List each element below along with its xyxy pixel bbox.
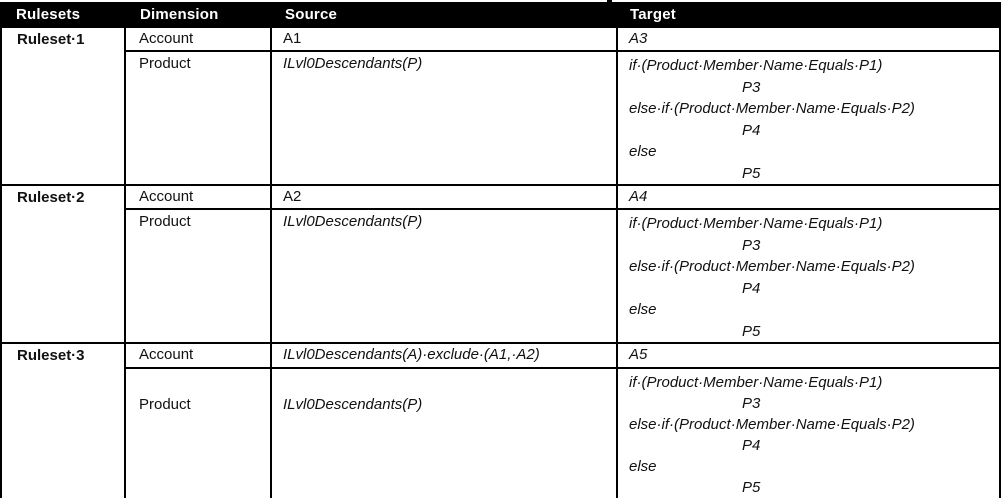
target-line: P3 [742,395,761,412]
source-cell: ILvl0Descendants(P) [270,208,618,344]
target-line: else [629,143,657,160]
ruleset-name-cell: Ruleset·3 [0,342,126,498]
column-header-target: Target [616,2,1001,28]
dimension-cell: Account [124,342,272,369]
target-line: else [629,458,657,475]
target-cell: A3 [616,26,1001,52]
target-line: else [629,301,657,318]
target-cell: if·(Product·Member·Name·Equals·P1) P3 el… [616,50,1001,186]
target-cell: if·(Product·Member·Name·Equals·P1) P3 el… [616,367,1001,498]
target-cell: if·(Product·Member·Name·Equals·P1) P3 el… [616,208,1001,344]
target-line: P3 [742,236,761,254]
source-cell: ILvl0Descendants(P) [270,367,618,498]
target-line: P5 [742,479,761,496]
target-cell: A5 [616,342,1001,369]
ruleset-2-product-row: Product ILvl0Descendants(P) if·(Product·… [1,208,1001,344]
dimension-cell: Product [124,208,272,344]
target-line: P4 [742,121,761,139]
source-cell: ILvl0Descendants(P) [270,50,618,186]
target-line: P3 [742,78,761,96]
dimension-cell: Account [124,184,272,210]
target-cell: A4 [616,184,1001,210]
source-cell: ILvl0Descendants(A)·exclude·(A1,·A2) [270,342,618,369]
ruleset-name-cell: Ruleset·1 [0,26,126,186]
column-header-rulesets: Rulesets [0,2,126,28]
target-line: if·(Product·Member·Name·Equals·P1) [629,57,883,74]
column-header-source: Source [270,2,618,28]
target-line: P5 [742,322,761,340]
ruleset-3-product-row: Product ILvl0Descendants(P) if·(Product·… [1,367,1001,498]
target-line: if·(Product·Member·Name·Equals·P1) [629,215,883,232]
ruleset-1-account-row: Ruleset·1 Account A1 A3 [0,26,1001,186]
target-line: P5 [742,164,761,182]
ruleset-1-product-row: Product ILvl0Descendants(P) if·(Product·… [1,50,1001,186]
target-line: P4 [742,437,761,454]
dimension-cell: Account [124,26,272,52]
dimension-cell: Product [124,50,272,186]
target-line: else·if·(Product·Member·Name·Equals·P2) [629,416,915,433]
column-header-dimension: Dimension [124,2,272,28]
ruleset-3-account-row: Ruleset·3 Account ILvl0Descendants(A)·ex… [0,342,1001,498]
target-line: P4 [742,279,761,297]
target-line: else·if·(Product·Member·Name·Equals·P2) [629,258,915,275]
target-line: if·(Product·Member·Name·Equals·P1) [629,374,883,391]
ruleset-name-cell: Ruleset·2 [0,184,126,344]
source-cell: A1 [270,26,618,52]
ruleset-2-account-row: Ruleset·2 Account A2 A4 [0,184,1001,344]
table-header-row: Rulesets Dimension Source Target [0,2,1001,28]
dimension-cell: Product [124,367,272,498]
source-cell: A2 [270,184,618,210]
target-line: else·if·(Product·Member·Name·Equals·P2) [629,100,915,117]
